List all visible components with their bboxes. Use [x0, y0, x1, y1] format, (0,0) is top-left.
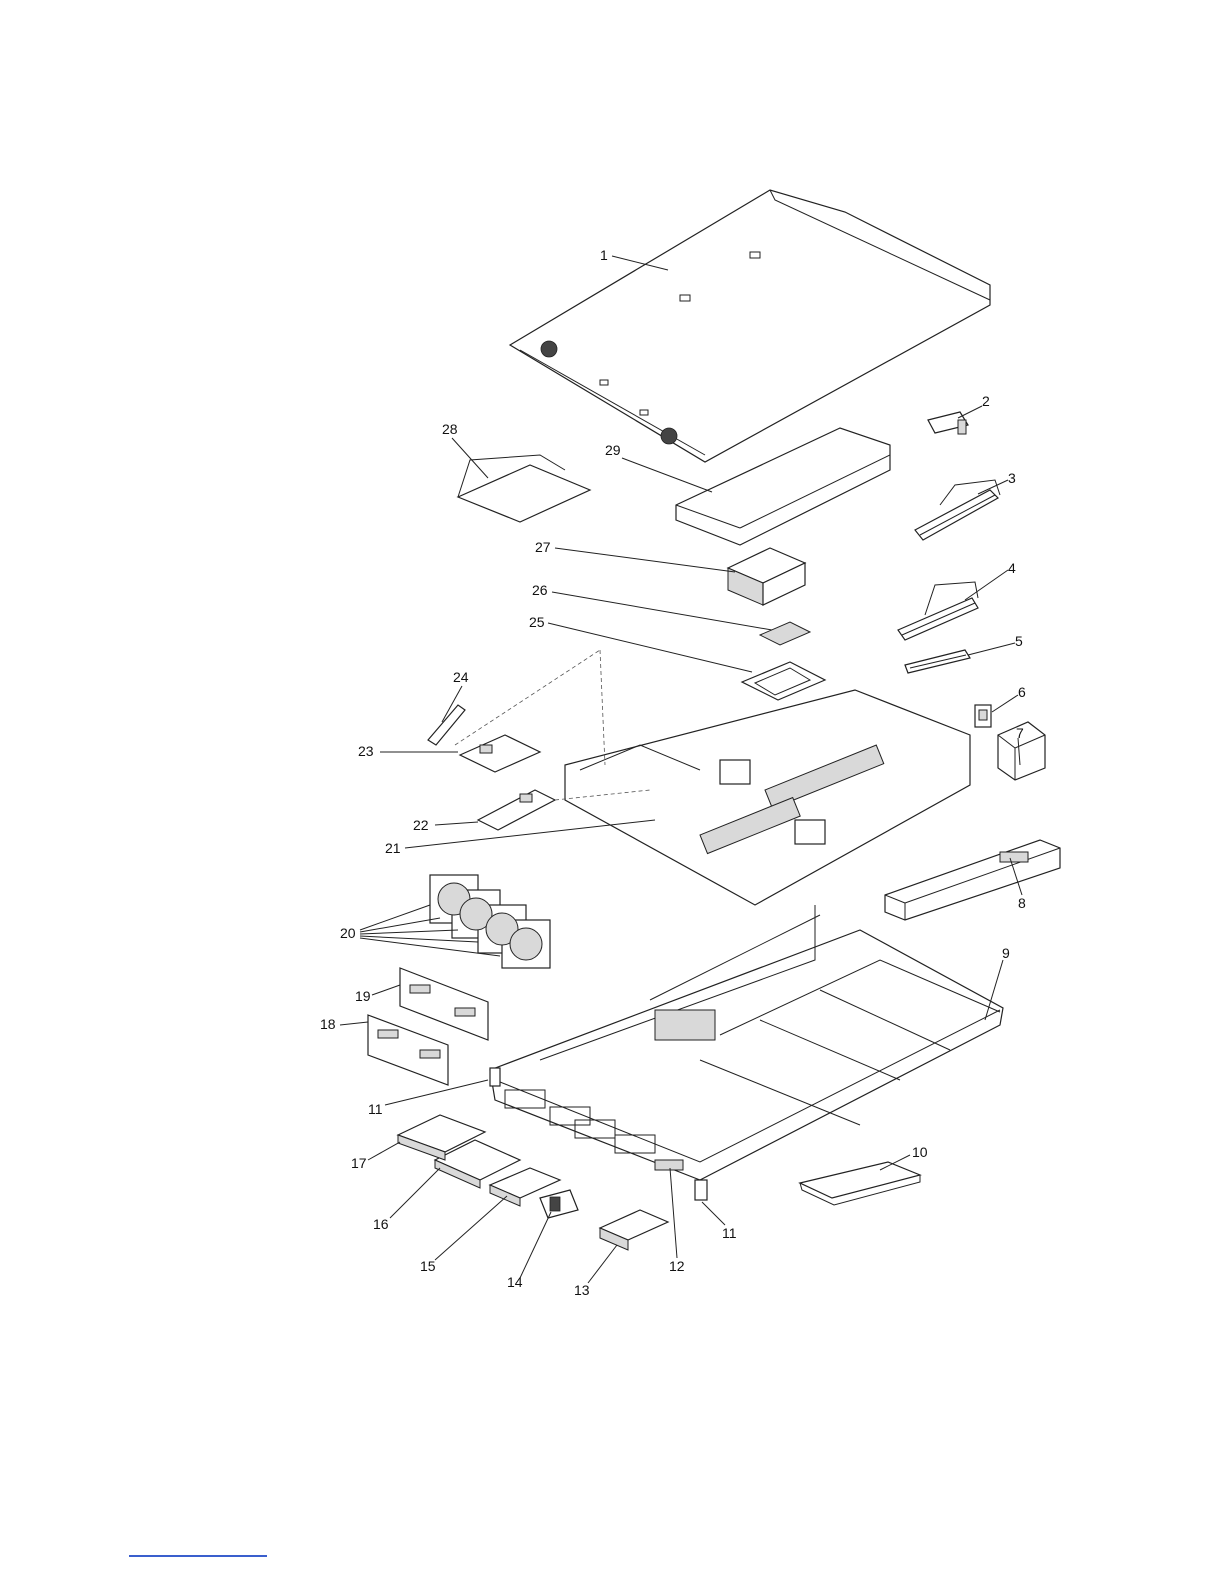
callout-23: 23: [358, 743, 374, 759]
callout-5: 5: [1015, 633, 1023, 649]
callout-27: 27: [535, 539, 551, 555]
callout-13: 13: [574, 1282, 590, 1298]
part-22-card: [478, 790, 555, 830]
part-25-retention: [742, 662, 825, 700]
callout-1: 1: [600, 247, 608, 263]
callout-18: 18: [320, 1016, 336, 1032]
part-5-dimm: [905, 650, 970, 673]
part-9-chassis: [490, 905, 1003, 1180]
part-4-riser: [898, 582, 978, 640]
callout-12: 12: [669, 1258, 685, 1274]
part-14-filler: [540, 1190, 578, 1218]
callout-2: 2: [982, 393, 990, 409]
callout-24: 24: [453, 669, 469, 685]
part-8-power-supply: [885, 840, 1060, 920]
callout-11-lower: 11: [722, 1225, 737, 1241]
callout-16: 16: [373, 1216, 389, 1232]
callout-10: 10: [912, 1144, 928, 1160]
callout-21: 21: [385, 840, 401, 856]
callout-4: 4: [1008, 560, 1016, 576]
callout-9: 9: [1002, 945, 1010, 961]
callout-6: 6: [1018, 684, 1026, 700]
callout-20: 20: [340, 925, 356, 941]
callout-25: 25: [529, 614, 545, 630]
part-10-optical-drive: [800, 1162, 920, 1205]
callout-22: 22: [413, 817, 429, 833]
callout-14: 14: [507, 1274, 523, 1290]
part-21-system-board: [565, 690, 970, 905]
part-6: [975, 705, 991, 727]
part-13-drive-filler: [600, 1210, 668, 1250]
part-19-backplane: [400, 968, 488, 1040]
callout-28: 28: [442, 421, 458, 437]
callout-7: 7: [1016, 725, 1024, 741]
part-23-card: [460, 735, 540, 772]
part-top-cover: [510, 190, 990, 462]
part-27-heat-sink: [728, 548, 805, 605]
part-3-riser: [915, 480, 1000, 540]
callout-26: 26: [532, 582, 548, 598]
callout-19: 19: [355, 988, 371, 1004]
part-24: [428, 705, 465, 745]
callout-3: 3: [1008, 470, 1016, 486]
footer-rule: [129, 1555, 267, 1557]
callout-17: 17: [351, 1155, 367, 1171]
callout-11-upper: 11: [368, 1101, 383, 1117]
part-2: [928, 412, 968, 434]
part-28-bracket: [458, 455, 590, 522]
part-18-backplane: [368, 1015, 448, 1085]
callout-29: 29: [605, 442, 621, 458]
callout-15: 15: [420, 1258, 436, 1274]
part-26-processor: [760, 622, 810, 645]
part-12-operator-panel: [655, 1160, 683, 1170]
part-20-fans: [430, 875, 550, 968]
callout-8: 8: [1018, 895, 1026, 911]
